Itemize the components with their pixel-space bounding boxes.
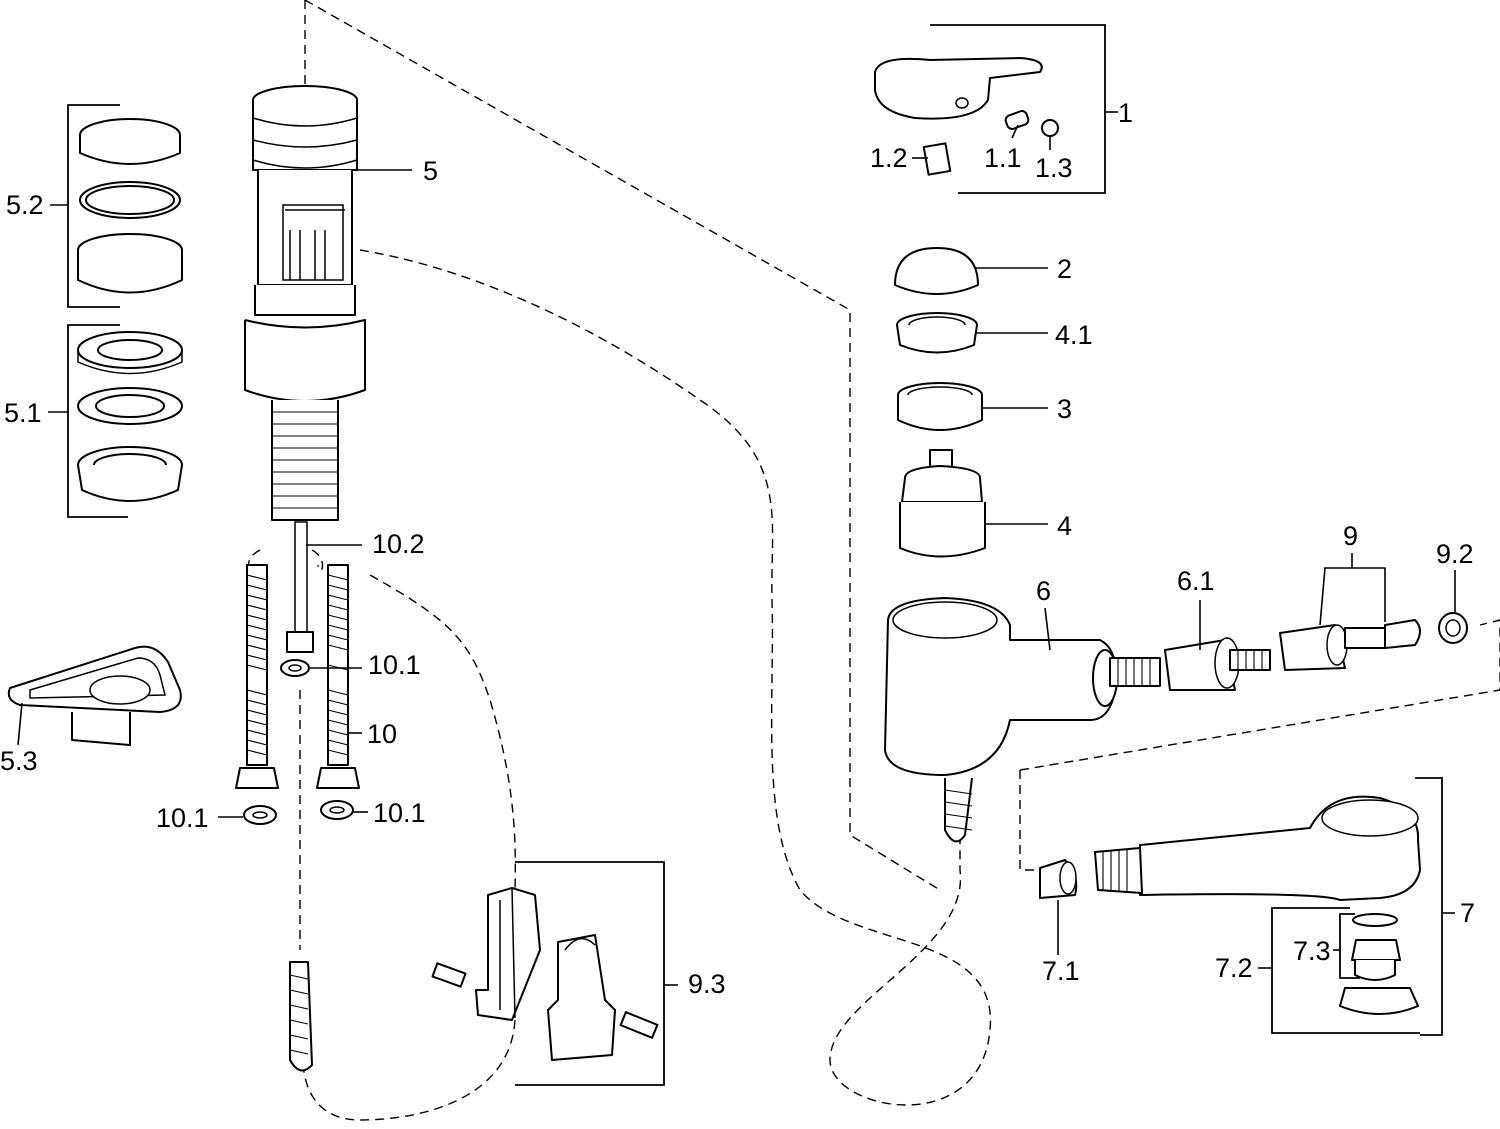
- leader-lines: [17, 111, 1456, 986]
- part-5-3-base-plate: [7, 645, 182, 746]
- label-9-2: 9.2: [1436, 539, 1474, 569]
- label-3: 3: [1057, 394, 1072, 424]
- part-6-spout: [884, 597, 1161, 843]
- part-4-1-ring: [896, 312, 978, 354]
- label-2: 2: [1057, 254, 1072, 284]
- part-2-cap: [894, 247, 979, 295]
- label-1-3: 1.3: [1035, 153, 1073, 183]
- label-1-2: 1.2: [870, 143, 908, 173]
- part-7-hand-shower: [1039, 795, 1421, 1015]
- label-10-1-a: 10.1: [368, 650, 421, 680]
- label-5-3: 5.3: [0, 746, 38, 776]
- label-1: 1: [1118, 98, 1133, 128]
- part-10-hoses: [235, 564, 360, 1072]
- label-7-1: 7.1: [1042, 956, 1080, 986]
- assembly-dashed-lines: [247, 0, 1500, 1121]
- label-7-3: 7.3: [1293, 936, 1331, 966]
- part-5-body: [244, 85, 366, 653]
- label-4-1: 4.1: [1055, 320, 1093, 350]
- label-9-3: 9.3: [688, 969, 726, 999]
- group-brackets: [67, 24, 1443, 1086]
- part-5-2-rings: [77, 118, 183, 294]
- label-5: 5: [423, 156, 438, 186]
- label-10: 10: [367, 719, 397, 749]
- part-6-1-9-fittings: [1164, 612, 1468, 691]
- part-5-1-washers: [77, 331, 183, 502]
- label-9: 9: [1343, 521, 1358, 551]
- label-10-1-b: 10.1: [156, 803, 209, 833]
- label-5-2: 5.2: [6, 190, 44, 220]
- label-10-1-c: 10.1: [373, 798, 426, 828]
- part-labels: 1 1.1 1.2 1.3 2 4.1 3 4 5 5.2 5.1 5.3 10…: [0, 98, 1475, 999]
- part-4-cartridge: [899, 449, 986, 558]
- part-9-3-clamp-set: [431, 887, 659, 1061]
- label-4: 4: [1057, 511, 1072, 541]
- label-1-1: 1.1: [984, 143, 1022, 173]
- label-10-2: 10.2: [372, 529, 425, 559]
- label-5-1: 5.1: [4, 398, 42, 428]
- label-7: 7: [1460, 898, 1475, 928]
- label-6: 6: [1036, 576, 1051, 606]
- part-3-nut: [897, 382, 983, 431]
- part-1-lever: [874, 57, 1059, 176]
- label-6-1: 6.1: [1177, 566, 1215, 596]
- label-7-2: 7.2: [1215, 953, 1253, 983]
